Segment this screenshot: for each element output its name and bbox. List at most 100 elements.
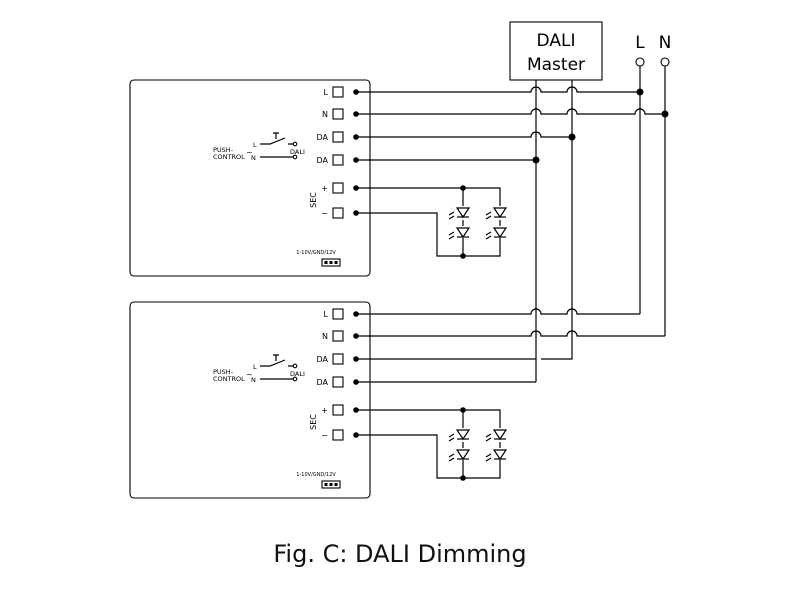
mains-label-n: N: [659, 33, 672, 53]
junction-dot: [460, 475, 466, 481]
push-switch: [260, 354, 294, 367]
led-3-rays: [448, 453, 455, 462]
terminal-label-l: L: [324, 88, 329, 97]
dim-pin: [329, 483, 333, 486]
minus-sign: −: [321, 431, 328, 440]
terminal-label-da: DA: [317, 355, 329, 364]
bus-wiring: [356, 66, 669, 383]
led-4-triangle: [492, 449, 508, 461]
switch-contact: [292, 141, 298, 147]
led-2-rays: [485, 433, 492, 442]
terminal-box: [332, 353, 344, 365]
dali-master: DALI Master: [509, 21, 603, 81]
push-control-label-2: CONTROL: [213, 375, 245, 383]
switch-label-n: N: [251, 154, 256, 162]
led-1: [448, 429, 471, 442]
led-3-triangle: [455, 227, 471, 239]
led-minus-wire: [356, 434, 501, 479]
mains-label-l: L: [635, 33, 645, 53]
dim-pin: [324, 261, 328, 264]
sec-label: SEC: [309, 414, 318, 430]
led-mid-wire: [462, 220, 501, 226]
terminal-box: [332, 404, 344, 416]
led-3-rays: [448, 231, 455, 240]
led-3: [448, 449, 471, 462]
terminal-box: [332, 108, 344, 120]
tilde-symbol: ~: [246, 148, 253, 157]
dali-master-label-2: Master: [527, 55, 585, 75]
led-4: [485, 227, 508, 240]
wire-n-1: [356, 108, 665, 115]
terminal-box: [332, 429, 344, 441]
mains-terminal-n: [660, 57, 670, 67]
wire-n-2: [356, 330, 665, 337]
push-control-label-2: CONTROL: [213, 153, 245, 161]
led-2-triangle: [492, 207, 508, 219]
plus-sign: +: [321, 406, 328, 415]
led-plus-wire: [356, 187, 501, 206]
terminal-label-da: DA: [317, 378, 329, 387]
led-2-rays: [485, 211, 492, 220]
terminal-label-n: N: [322, 332, 328, 341]
dim-connector-label: 1-10V/GND/12V: [296, 250, 336, 256]
led-1-rays: [448, 433, 455, 442]
switch-contact: [292, 363, 298, 369]
bus-junction-dot: [661, 110, 669, 118]
terminal-label-n: N: [322, 110, 328, 119]
driver-housing: [129, 79, 371, 277]
led-4-triangle: [492, 227, 508, 239]
terminal-box: [332, 376, 344, 388]
terminal-box: [332, 182, 344, 194]
bus-junction-dot: [532, 156, 540, 164]
driver-housing: [129, 301, 371, 499]
dim-pin: [324, 483, 328, 486]
switch-label-n: N: [251, 376, 256, 384]
led-2-triangle: [492, 429, 508, 441]
plus-sign: +: [321, 184, 328, 193]
dim-pin: [334, 483, 338, 486]
led-1: [448, 207, 471, 220]
terminal-box: [332, 207, 344, 219]
switch-label-dali: DALI: [290, 370, 305, 378]
minus-sign: −: [321, 209, 328, 218]
led-minus-wire: [356, 212, 501, 257]
led-4-rays: [485, 453, 492, 462]
led-1-triangle: [455, 207, 471, 219]
push-switch: [260, 132, 294, 145]
push-control-label-1: PUSH-: [213, 146, 234, 154]
push-control-label-1: PUSH-: [213, 368, 234, 376]
dali-master-label-1: DALI: [537, 31, 576, 51]
led-1-triangle: [455, 429, 471, 441]
junction-dot: [460, 185, 466, 191]
terminal-box: [332, 154, 344, 166]
led-4-rays: [485, 231, 492, 240]
led-2: [485, 207, 508, 220]
switch-contact-n: [292, 154, 298, 160]
led-mid-wire: [462, 442, 501, 448]
led-plus-wire: [356, 409, 501, 428]
terminal-label-l: L: [324, 310, 329, 319]
led-4: [485, 449, 508, 462]
switch-contact-n: [292, 376, 298, 382]
switch-label-l: L: [253, 141, 257, 149]
terminal-label-da: DA: [317, 133, 329, 142]
led-2: [485, 429, 508, 442]
driver-1: LNDADAPUSH-CONTROL~LNDALISEC+−1-10V/GND/…: [129, 79, 508, 277]
switch-label-l: L: [253, 363, 257, 371]
led-3: [448, 227, 471, 240]
led-3-triangle: [455, 449, 471, 461]
wire-l-2: [356, 308, 640, 315]
bus-junction-dot: [636, 88, 644, 96]
terminal-label-da: DA: [317, 156, 329, 165]
bus-junction-dot: [568, 133, 576, 141]
dim-connector-label: 1-10V/GND/12V: [296, 472, 336, 478]
led-1-rays: [448, 211, 455, 220]
wire-da-1a: [356, 131, 572, 138]
terminal-box: [332, 131, 344, 143]
figure-caption: Fig. C: DALI Dimming: [273, 540, 526, 568]
terminal-box: [332, 330, 344, 342]
switch-label-dali: DALI: [290, 148, 305, 156]
terminal-box: [332, 86, 344, 98]
drivers: LNDADAPUSH-CONTROL~LNDALISEC+−1-10V/GND/…: [129, 79, 508, 499]
